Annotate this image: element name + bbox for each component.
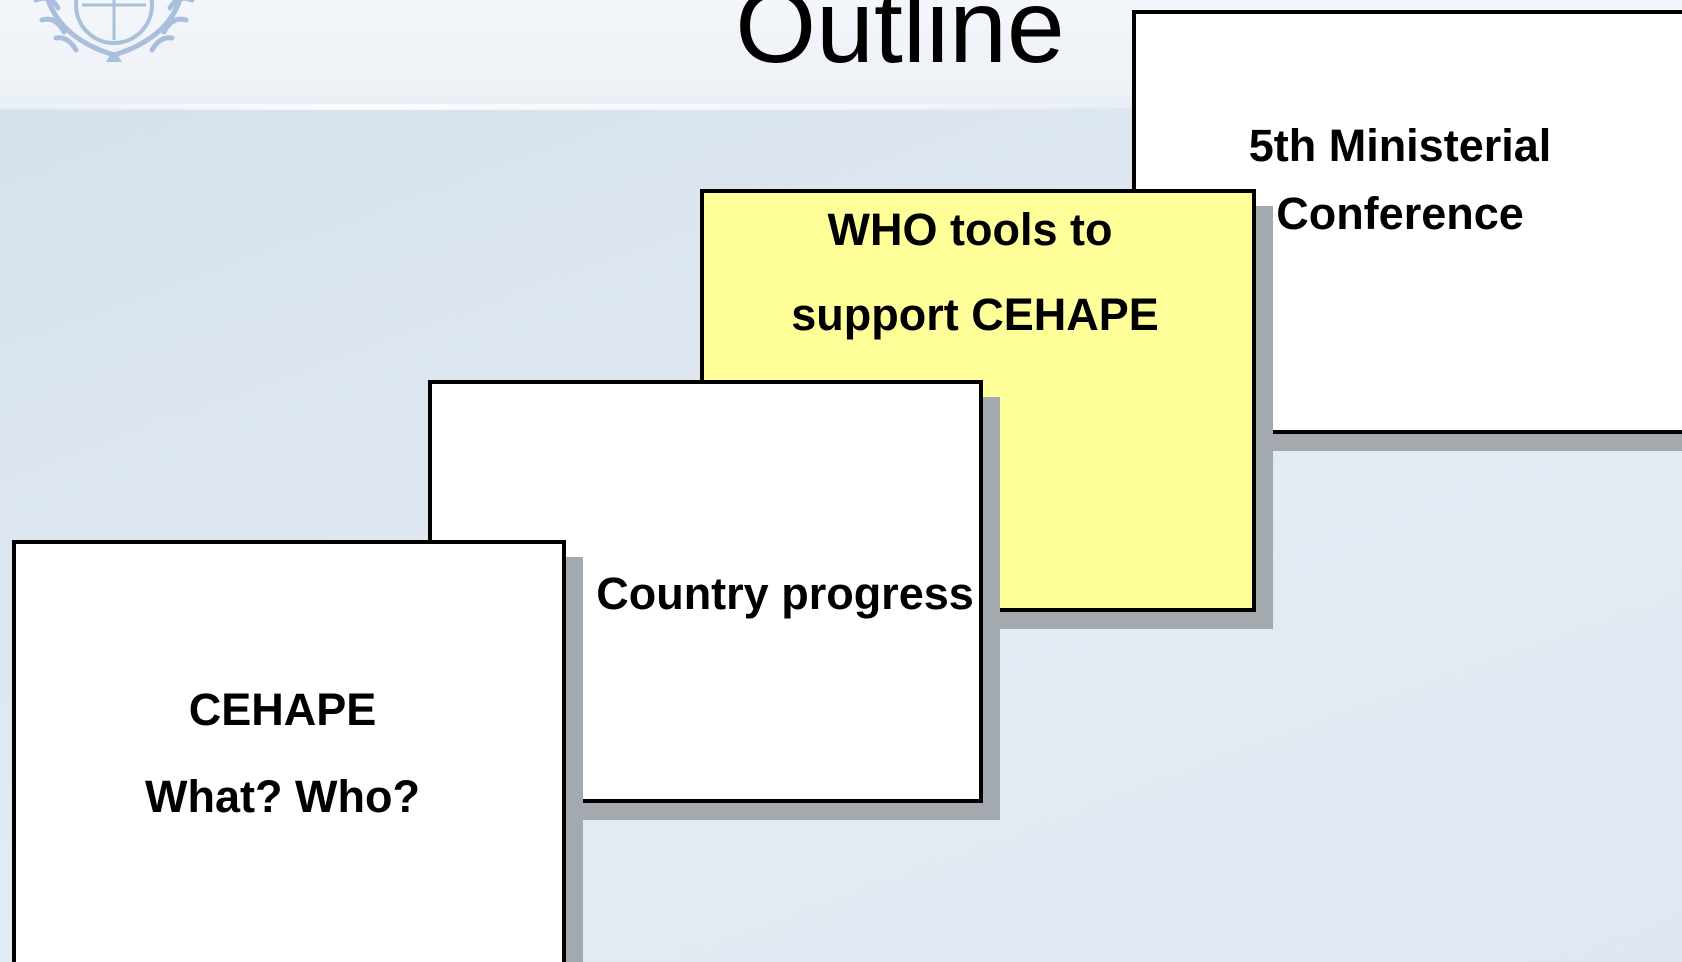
card-cehape[interactable] (12, 540, 566, 962)
cehape-subtitle: What? Who? (145, 771, 420, 822)
slide-title: Outline (735, 0, 1065, 85)
ministerial-title-line2: Conference (1276, 188, 1524, 239)
header-divider (0, 104, 1140, 110)
who-tools-title-line1: WHO tools to (827, 204, 1113, 255)
who-tools-title-line2: support CEHAPE (791, 289, 1159, 340)
un-emblem-icon (33, 0, 195, 62)
country-progress-title: Country progress (596, 568, 974, 619)
ministerial-title-line1: 5th Ministerial (1248, 120, 1552, 171)
cehape-title: CEHAPE (188, 684, 377, 735)
